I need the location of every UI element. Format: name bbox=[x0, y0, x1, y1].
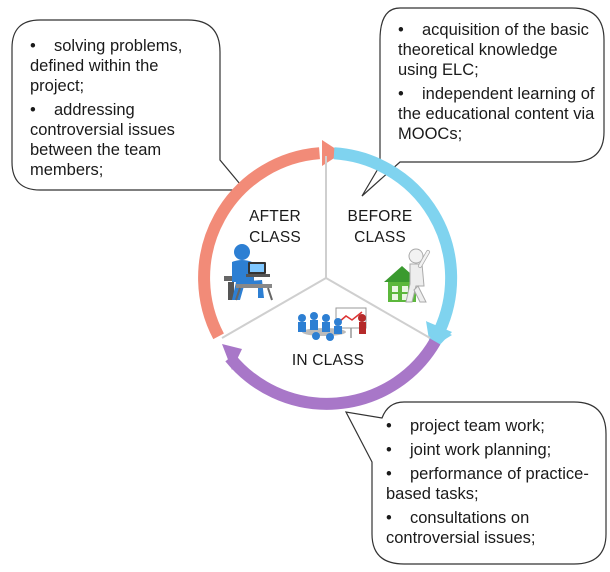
after-class-callout: •solving problems, defined within the pr… bbox=[30, 36, 210, 184]
in-class-arrowhead bbox=[222, 344, 242, 370]
before-class-label-line1: BEFORE bbox=[347, 208, 413, 225]
after-class-arc bbox=[198, 147, 320, 340]
list-item: •addressing controversial issues between… bbox=[30, 101, 175, 179]
team-meeting-icon bbox=[298, 307, 367, 341]
before-class-label-line2: CLASS bbox=[354, 229, 406, 246]
in-class-arc bbox=[225, 338, 441, 410]
bullet-icon: • bbox=[386, 465, 392, 483]
list-item: •solving problems, defined within the pr… bbox=[30, 37, 183, 95]
in-class-callout: •project team work; •joint work planning… bbox=[386, 416, 596, 552]
list-item: •independent learning of the educational… bbox=[398, 85, 595, 143]
list-item: •consultations on controversial issues; bbox=[386, 509, 536, 547]
bullet-icon: • bbox=[386, 509, 392, 527]
bullet-icon: • bbox=[398, 21, 404, 39]
callout-after-bubble bbox=[11, 19, 247, 191]
in-class-label: IN CLASS bbox=[291, 352, 365, 369]
list-item: •project team work; bbox=[386, 417, 545, 435]
after-class-label: AFTER CLASS bbox=[240, 206, 310, 248]
list-item: •joint work planning; bbox=[386, 441, 552, 459]
list-item: •acquisition of the basic theoretical kn… bbox=[398, 21, 589, 79]
person-at-laptop-icon bbox=[224, 244, 273, 301]
bullet-icon: • bbox=[386, 417, 392, 435]
after-class-label-line1: AFTER bbox=[249, 208, 301, 225]
after-class-label-line2: CLASS bbox=[249, 229, 301, 246]
list-item: •performance of practice-based tasks; bbox=[386, 465, 589, 503]
in-class-list: •project team work; •joint work planning… bbox=[386, 416, 596, 548]
person-with-house-icon bbox=[384, 248, 430, 303]
divider-left bbox=[221, 277, 327, 339]
bullet-icon: • bbox=[398, 85, 404, 103]
callout-before-bubble bbox=[361, 7, 605, 197]
before-class-callout: •acquisition of the basic theoretical kn… bbox=[398, 20, 598, 148]
bullet-icon: • bbox=[30, 101, 36, 119]
after-class-list: •solving problems, defined within the pr… bbox=[30, 36, 210, 180]
before-class-list: •acquisition of the basic theoretical kn… bbox=[398, 20, 598, 144]
callout-in-bubble bbox=[344, 401, 607, 565]
before-class-label: BEFORE CLASS bbox=[342, 206, 418, 248]
bullet-icon: • bbox=[386, 441, 392, 459]
bullet-icon: • bbox=[30, 37, 36, 55]
divider-right bbox=[325, 277, 431, 339]
before-class-arc bbox=[333, 147, 458, 334]
